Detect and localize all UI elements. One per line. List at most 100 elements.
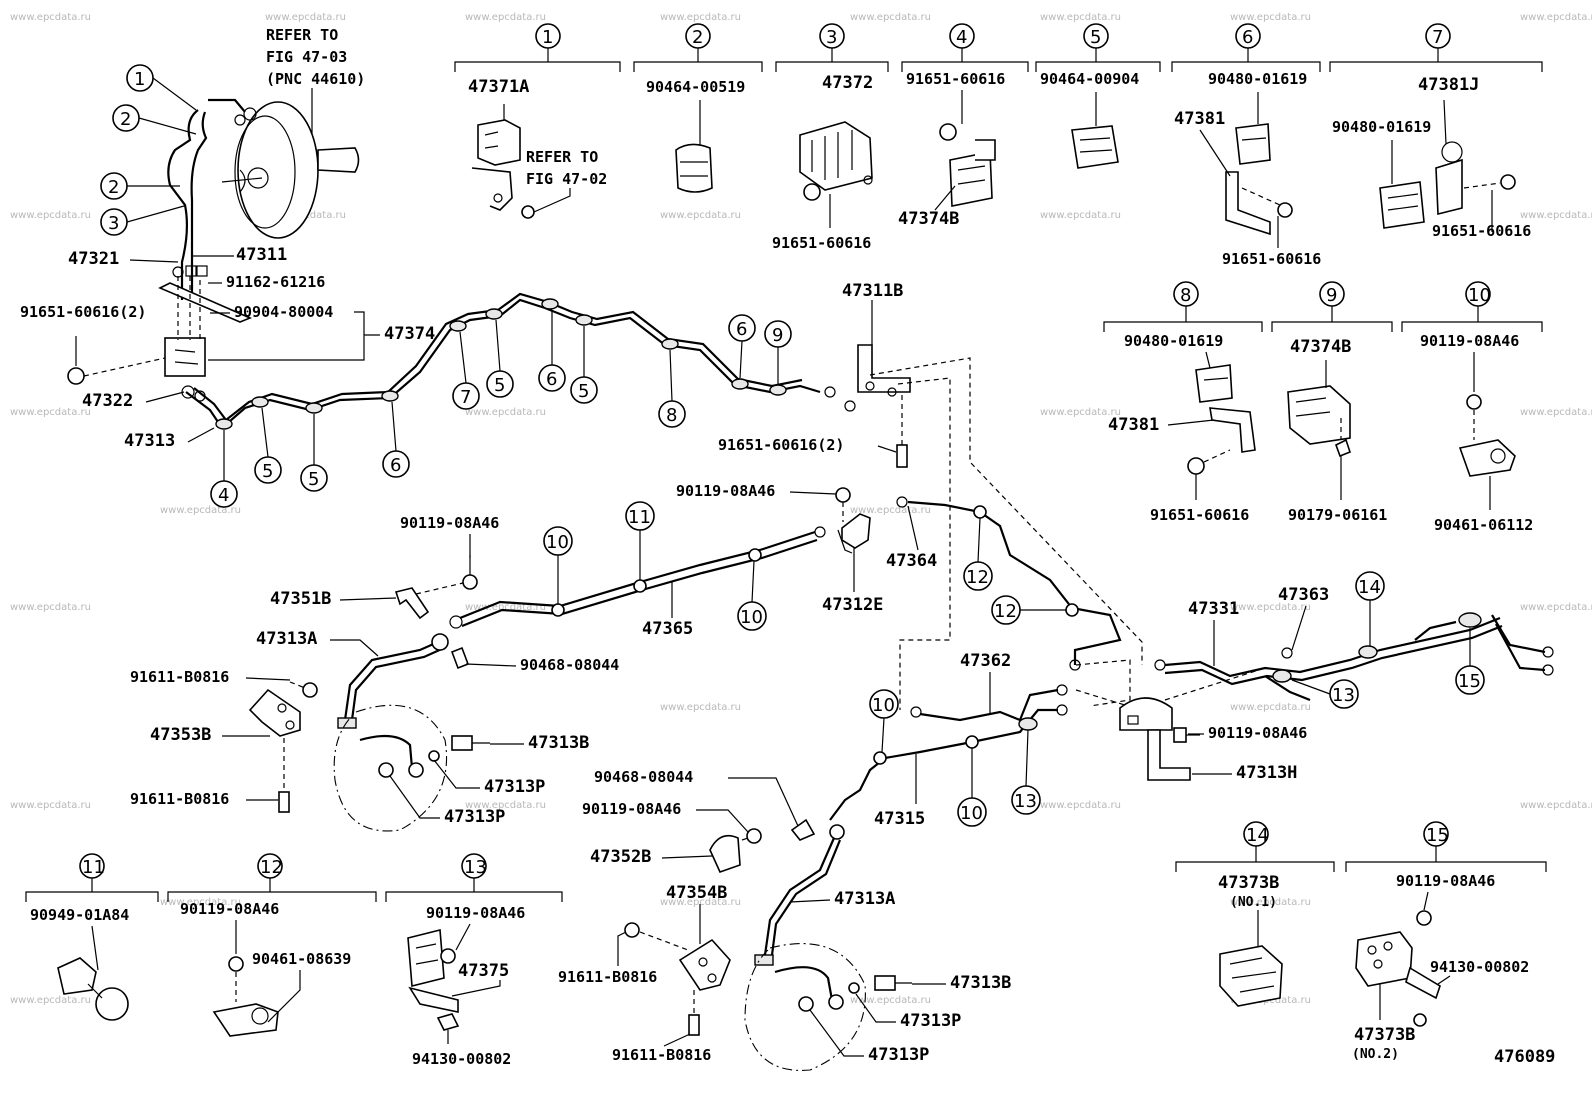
front-brake-line	[181, 292, 856, 430]
part-number: 90464-00904	[1040, 70, 1139, 88]
part-number: 90119-08A46	[180, 900, 279, 918]
watermark: www.epcdata.ru	[265, 12, 346, 23]
legend-number: 4	[956, 27, 967, 48]
refer-note-booster-line: (PNC 44610)	[266, 70, 365, 88]
front-left-hose-assembly	[248, 633, 490, 832]
watermark: www.epcdata.ru	[1040, 12, 1121, 23]
watermark: www.epcdata.ru	[850, 995, 931, 1006]
callout-number: 13	[1014, 791, 1037, 812]
watermark: www.epcdata.ru	[465, 602, 546, 613]
watermark: www.epcdata.ru	[1230, 702, 1311, 713]
part-number: 90119-08A46	[1420, 332, 1519, 350]
legend-box-8: 8 90480-01619 47381 91651-60616	[1103, 281, 1263, 524]
legend-box-9: 9 47374B 90179-06161	[1271, 281, 1393, 524]
watermarks: www.epcdata.ru www.epcdata.ru www.epcdat…	[10, 12, 1592, 1006]
brake-booster-assembly: REFER TO FIG 47-03 (PNC 44610)	[67, 26, 365, 385]
callout-number: 5	[308, 469, 319, 490]
legend-box-14: 14 47373B (NO.1)	[1175, 821, 1335, 1007]
part-label: 47315	[874, 809, 925, 829]
part-label: 90468-08044	[594, 768, 693, 786]
part-label: 91162-61216	[226, 273, 325, 291]
refer-note-booster-line: REFER TO	[266, 26, 338, 44]
rear-center-lines	[829, 612, 1554, 821]
part-number: 47372	[822, 73, 873, 93]
part-number: 90179-06161	[1288, 506, 1387, 524]
watermark: www.epcdata.ru	[465, 800, 546, 811]
legend-box-12: 12 90119-08A46 90461-08639	[167, 853, 377, 1037]
legend-number: 13	[464, 857, 487, 878]
part-variant: (NO.1)	[1230, 895, 1277, 910]
part-number: 47374B	[898, 209, 959, 229]
part-label: 91611-B0816	[612, 1046, 711, 1064]
watermark: www.epcdata.ru	[660, 897, 741, 908]
legend-box-3: 3 47372 91651-60616	[772, 23, 889, 252]
watermark: www.epcdata.ru	[160, 505, 241, 516]
part-label: 47363	[1278, 585, 1329, 605]
callout-number: 14	[1358, 577, 1381, 598]
part-label: 47313A	[256, 629, 317, 649]
callout-number: 5	[578, 381, 589, 402]
part-number: 47373B	[1218, 873, 1279, 893]
part-label: 90468-08044	[520, 656, 619, 674]
legend-number: 9	[1326, 285, 1337, 306]
part-number: 91651-60616	[1150, 506, 1249, 524]
part-label: 47362	[960, 651, 1011, 671]
part-label: 47313P	[484, 777, 545, 797]
callout-number: 2	[108, 177, 119, 198]
watermark: www.epcdata.ru	[465, 407, 546, 418]
watermark: www.epcdata.ru	[660, 702, 741, 713]
part-label: 47311	[236, 245, 287, 265]
watermark: www.epcdata.ru	[465, 12, 546, 23]
routing-dash-lines	[869, 357, 1266, 710]
watermark: www.epcdata.ru	[660, 12, 741, 23]
part-number: 94130-00802	[412, 1050, 511, 1068]
legend-box-2: 2 90464-00519	[633, 23, 763, 193]
legend-number: 5	[1090, 27, 1101, 48]
callout-number: 5	[262, 461, 273, 482]
part-label: 47313P	[444, 807, 505, 827]
callout-number: 10	[872, 695, 895, 716]
callout-number: 6	[736, 319, 747, 340]
callout-number: 5	[494, 375, 505, 396]
callout-number: 6	[390, 455, 401, 476]
main-part-labels: 47321 47311 91162-61216 91651-60616(2) 9…	[20, 245, 1555, 1067]
legend-number: 3	[826, 27, 837, 48]
part-number: 47375	[458, 961, 509, 981]
watermark: www.epcdata.ru	[10, 800, 91, 811]
part-label: 47352B	[590, 847, 651, 867]
part-number: 90949-01A84	[30, 906, 129, 924]
part-label: 47312E	[822, 595, 883, 615]
legend-box-11: 11 90949-01A84	[25, 853, 159, 1021]
part-number: 90119-08A46	[426, 904, 525, 922]
part-number: 47381	[1174, 109, 1225, 129]
callout-number: 12	[966, 567, 989, 588]
mid-brake-line-47365	[394, 487, 871, 629]
part-label: 47311B	[842, 281, 903, 301]
watermark: www.epcdata.ru	[1230, 602, 1311, 613]
legend-box-5: 5 90464-00904	[1035, 23, 1161, 169]
part-label: 47354B	[666, 883, 727, 903]
legend-number: 14	[1246, 825, 1269, 846]
part-number: 47373B	[1354, 1025, 1415, 1045]
callout-number: 6	[546, 369, 557, 390]
part-label: 47313P	[900, 1011, 961, 1031]
part-label: 47313H	[1236, 763, 1297, 783]
part-label: 90119-08A46	[676, 482, 775, 500]
watermark: www.epcdata.ru	[1230, 897, 1311, 908]
legend-number: 2	[692, 27, 703, 48]
part-label: 47365	[642, 619, 693, 639]
legend-number: 12	[260, 857, 283, 878]
part-number: 91651-60616	[906, 70, 1005, 88]
part-label: 91611-B0816	[130, 668, 229, 686]
watermark: www.epcdata.ru	[660, 210, 741, 221]
legend-number: 11	[82, 857, 105, 878]
watermark: www.epcdata.ru	[850, 505, 931, 516]
part-number: 90480-01619	[1208, 70, 1307, 88]
legend-number: 15	[1426, 825, 1449, 846]
legend-box-1: 1 47371A REFER TO FIG 47-02	[454, 23, 621, 219]
watermark: www.epcdata.ru	[1520, 800, 1592, 811]
callout-circles: 1 2 2 3 4 5 5 6 7 5 6 5 8	[100, 64, 1485, 827]
part-label: 47331	[1188, 599, 1239, 619]
watermark: www.epcdata.ru	[160, 897, 241, 908]
part-number: 90461-06112	[1434, 516, 1533, 534]
